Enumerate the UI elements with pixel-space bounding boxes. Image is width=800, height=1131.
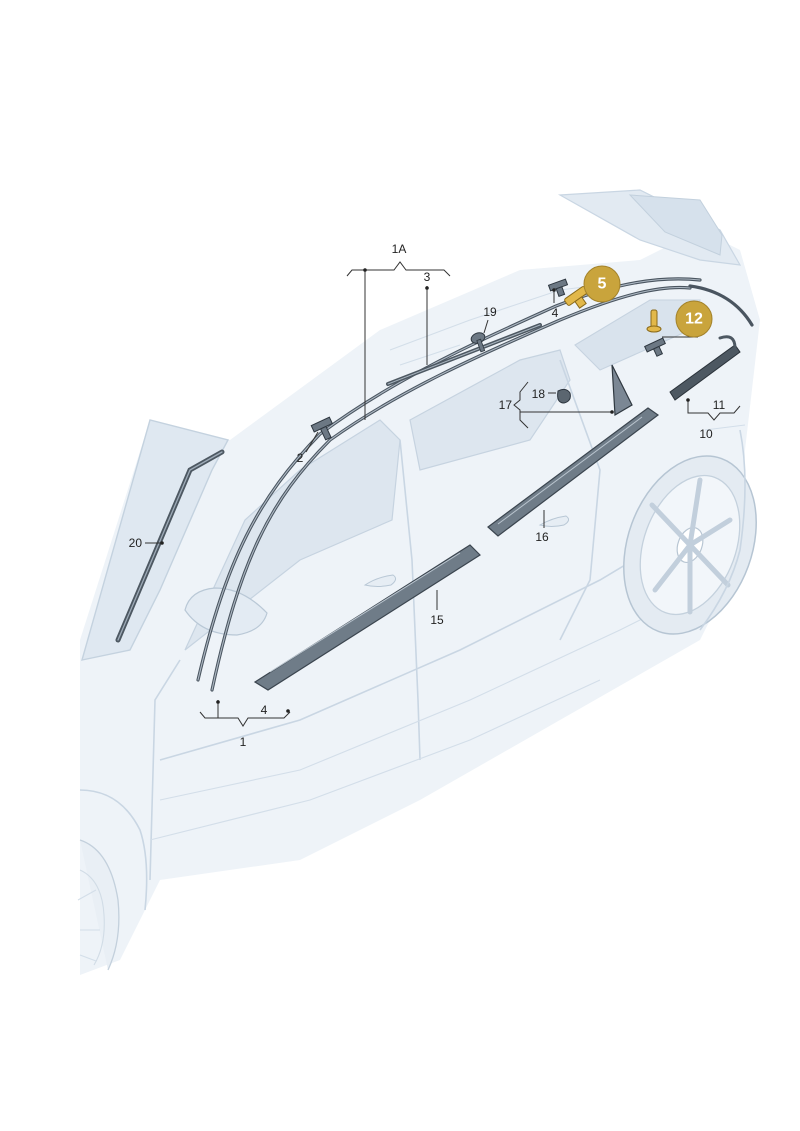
rear-wheel (623, 455, 757, 635)
label-16: 16 (535, 530, 549, 544)
label-2: 2 (297, 451, 304, 465)
grommet (557, 388, 571, 404)
quarter-triangle-trim (611, 364, 633, 417)
badge-5-text: 5 (598, 276, 607, 293)
label-20: 20 (129, 536, 143, 550)
label-10: 10 (699, 427, 713, 441)
screw (470, 332, 486, 353)
label-18: 18 (532, 387, 546, 401)
badge-12: 12 (675, 300, 713, 338)
roof-seal-rear-end (688, 284, 754, 327)
label-3: 3 (424, 270, 431, 284)
badge-12-text: 12 (685, 311, 703, 328)
label-1: 1 (240, 735, 247, 749)
trim-parts (115, 277, 754, 692)
part-labels: 1A 3 19 2 4 18 17 11 10 16 15 20 4 1 (129, 242, 726, 749)
label-17: 17 (499, 398, 513, 412)
label-1A: 1A (392, 242, 407, 256)
highlighted-part-12 (646, 309, 662, 333)
clip-top (547, 278, 569, 298)
clip-rear (644, 337, 666, 357)
label-4-bottom: 4 (261, 703, 268, 717)
label-4-top: 4 (552, 306, 559, 320)
front-door-belt-moulding (253, 544, 481, 691)
label-11: 11 (713, 398, 726, 412)
car-body-illustration (77, 189, 760, 975)
clip (310, 416, 333, 441)
rear-quarter-strip (669, 344, 741, 401)
leader-lines (145, 261, 741, 727)
badge-5: 5 (583, 265, 621, 303)
highlighted-part-5 (564, 286, 588, 309)
rear-door-belt-moulding (487, 407, 660, 537)
label-15: 15 (430, 613, 444, 627)
label-19: 19 (483, 305, 497, 319)
